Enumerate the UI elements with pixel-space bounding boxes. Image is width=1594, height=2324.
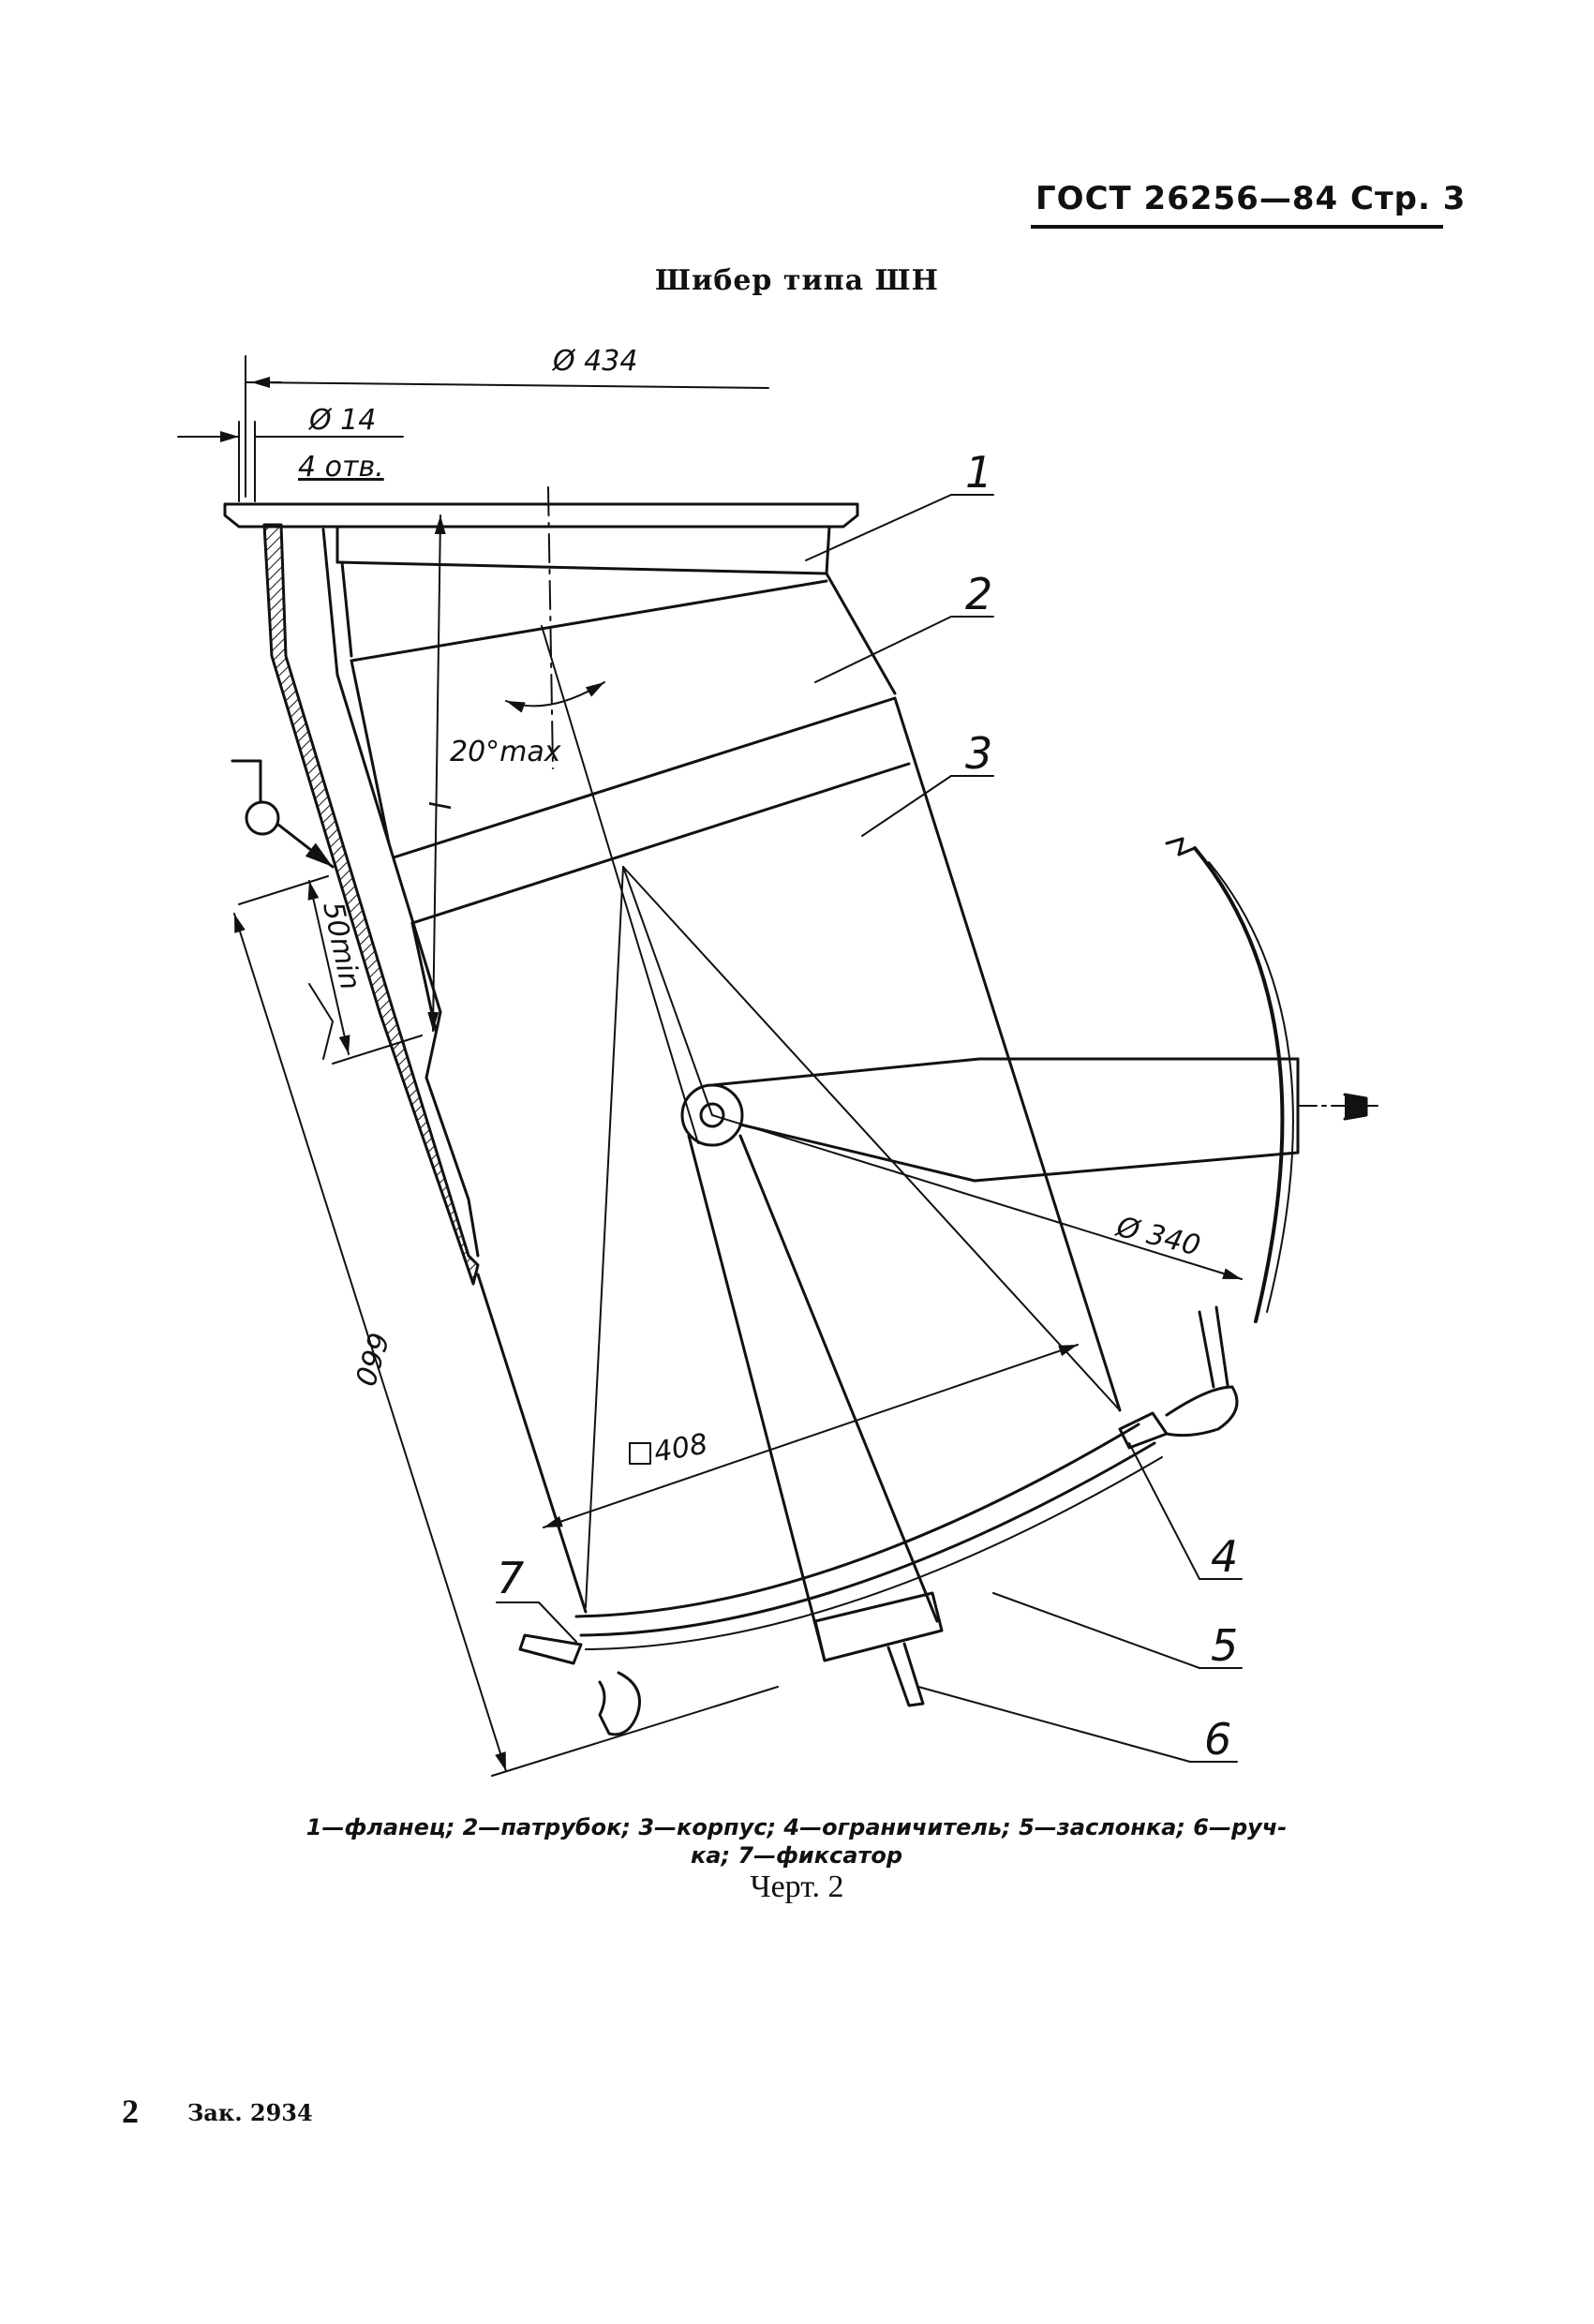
arc-guard <box>1165 837 1294 1323</box>
callout-7: 7 <box>497 1553 524 1603</box>
callout-1: 1 <box>965 447 992 498</box>
drawing-title: Шибер типа ШН <box>655 264 939 297</box>
order-number: Зак. 2934 <box>187 2099 313 2126</box>
dim-length-660: 660 <box>348 1329 395 1390</box>
callout-6: 6 <box>1204 1714 1231 1765</box>
callout-3: 3 <box>965 728 992 779</box>
callout-4: 4 <box>1211 1531 1238 1582</box>
dim-length-l: l <box>422 801 454 810</box>
dim-diameter-340: Ø 340 <box>1111 1210 1203 1262</box>
legend-line-1: 1—фланец; 2—патрубок; 3—корпус; 4—ограни… <box>305 1814 1288 1840</box>
header-rule <box>1031 225 1443 229</box>
hinge-pivot <box>680 1057 981 1183</box>
page-number: 2 <box>122 2093 139 2130</box>
dim-square-408: 408 <box>651 1427 709 1468</box>
flange-part <box>223 502 859 575</box>
figure-label: Черт. 2 <box>750 1870 844 1904</box>
bar-extension <box>973 1057 1378 1183</box>
dim-diameter-434: Ø 434 <box>551 345 637 378</box>
legend-line-2: ка; 7—фиксатор <box>690 1842 903 1869</box>
latch-part <box>518 1633 641 1736</box>
nozzle-part <box>340 560 897 695</box>
callout-2: 2 <box>965 569 992 619</box>
standard-header: ГОСТ 26256—84 Стр. 3 <box>1035 180 1467 217</box>
limiter-part <box>1118 1305 1239 1450</box>
parts-legend: 1—фланец; 2—патрубок; 3—корпус; 4—ограни… <box>225 1813 1368 1870</box>
dimension-lines <box>177 355 1243 1777</box>
leader-lines <box>496 494 1243 1763</box>
callout-5: 5 <box>1211 1620 1238 1671</box>
dim-diameter-14: Ø 14 <box>307 404 376 437</box>
left-wall-part <box>262 523 480 1286</box>
dim-angle: 20°max <box>450 736 561 768</box>
dim-holes: 4 отв. <box>298 451 384 484</box>
body-part <box>350 659 1122 1614</box>
construction-lines <box>541 486 1121 1608</box>
thermometer-symbol <box>231 759 335 869</box>
